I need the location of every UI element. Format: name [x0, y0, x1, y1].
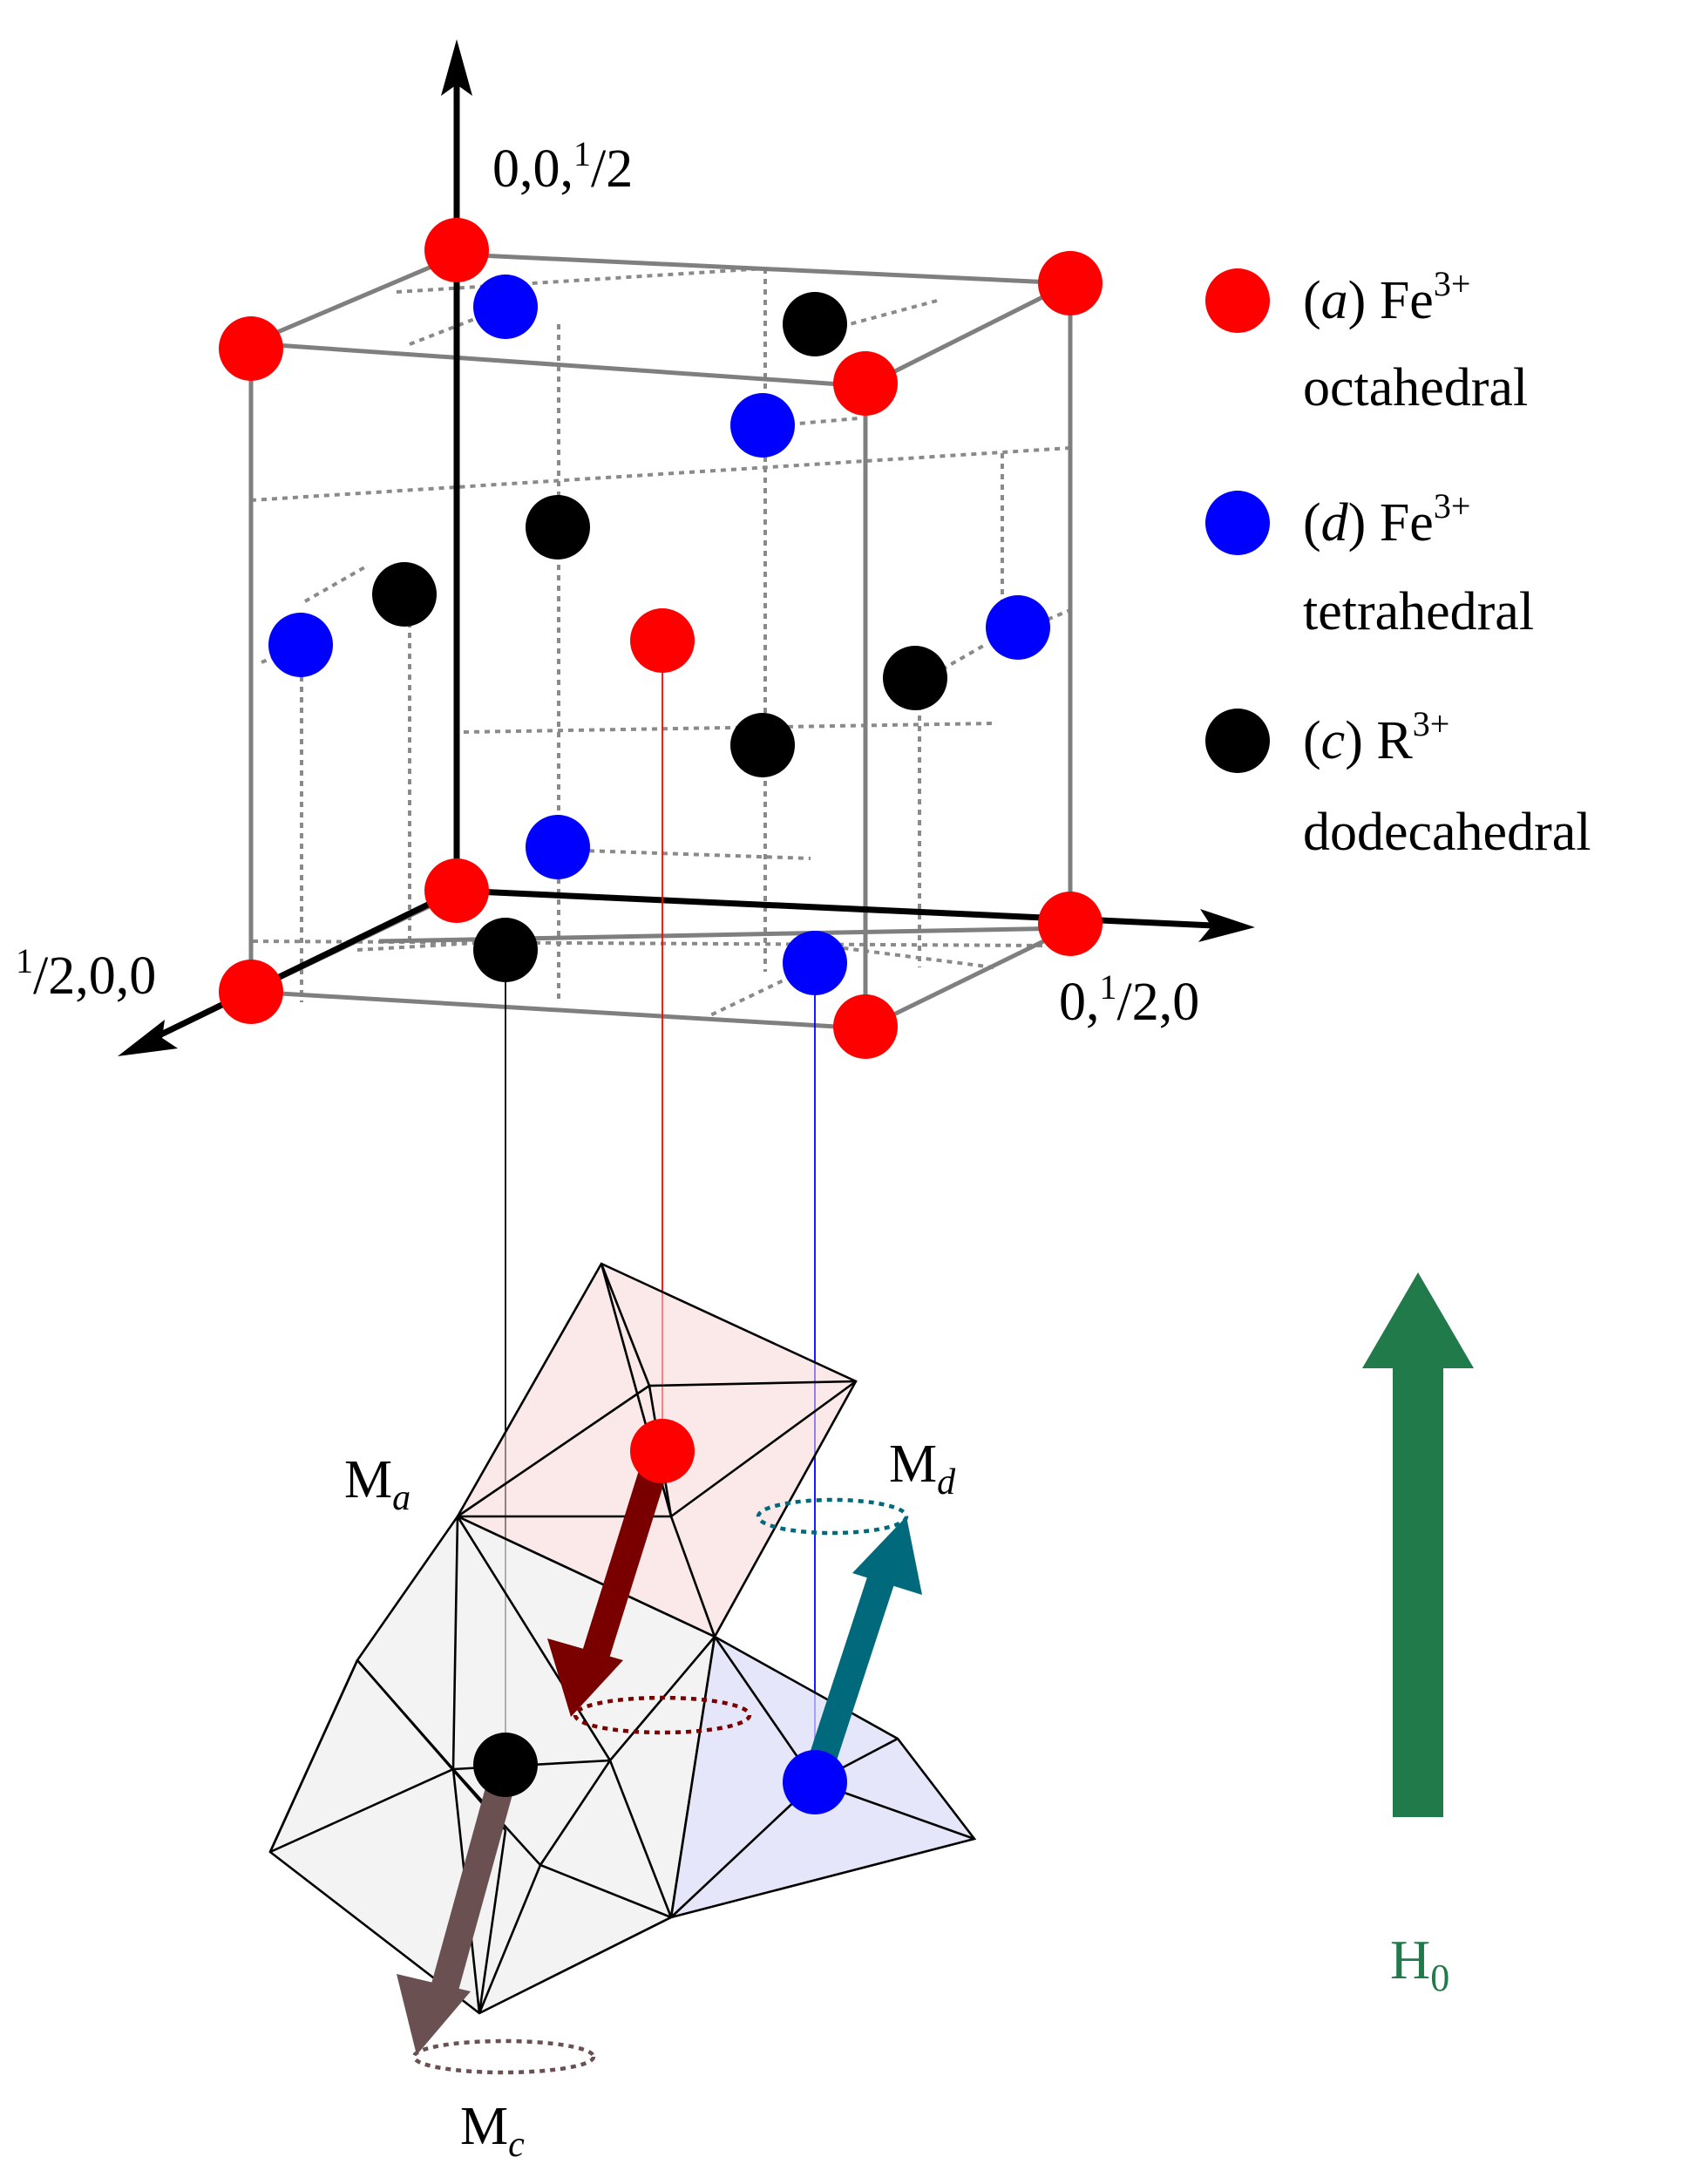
precession-ellipse-ma [573, 1695, 752, 1735]
atom-dodecahedral [526, 495, 590, 560]
atom-tetrahedral [268, 613, 333, 677]
atom-tetrahedral [473, 275, 538, 339]
x-axis-label: 1/2,0,0 [16, 941, 156, 1006]
atom-octahedral [630, 608, 695, 673]
legend-site-name: octahedral [1303, 358, 1528, 417]
atom-dodecahedral [473, 918, 538, 982]
atom-tetrahedral [730, 393, 795, 458]
svg-text:(a) Fe3+: (a) Fe3+ [1303, 264, 1470, 330]
atom-octahedral [833, 994, 898, 1059]
svg-text:(c) R3+: (c) R3+ [1303, 704, 1449, 770]
atom-dodecahedral [783, 292, 847, 356]
cell-atoms [219, 218, 1103, 1059]
legend-marker-tetrahedral [1205, 491, 1270, 555]
atom-octahedral [1038, 892, 1103, 956]
legend-marker-dodecahedral [1205, 709, 1270, 773]
atom-octahedral [1038, 251, 1103, 315]
atom-dodecahedral [883, 646, 947, 710]
z-axis-label: 0,0,1/2 [492, 134, 633, 199]
legend-site-letter: c [1321, 711, 1346, 770]
axes [118, 39, 1255, 1056]
y-axis-arrowhead [1198, 909, 1255, 942]
octahedral-ion [630, 1419, 695, 1483]
legend: (a) Fe3+ octahedral (d) Fe3+ tetrahedral… [1205, 264, 1591, 862]
legend-item-octahedral: (a) Fe3+ octahedral [1205, 264, 1528, 417]
svg-text:(d) Fe3+: (d) Fe3+ [1303, 486, 1470, 553]
legend-site-name: dodecahedral [1303, 803, 1591, 862]
atom-octahedral [219, 960, 283, 1024]
atom-tetrahedral [783, 931, 847, 995]
precession-ellipse-mc [411, 2038, 596, 2075]
tetrahedral-ion [783, 1750, 847, 1814]
y-axis-label: 0,1/2,0 [1059, 967, 1199, 1032]
legend-item-tetrahedral: (d) Fe3+ tetrahedral [1205, 486, 1534, 641]
moment-arrow-mc [397, 1763, 519, 2055]
dodecahedral-ion [473, 1733, 538, 1797]
atom-dodecahedral [372, 562, 437, 627]
moment-arrow-md [801, 1516, 922, 1787]
moment-label-a: Ma [344, 1450, 410, 1518]
legend-site-name: tetrahedral [1303, 582, 1534, 641]
z-axis-arrowhead [441, 39, 472, 96]
moment-label-c: Mc [460, 2097, 525, 2165]
atom-tetrahedral [986, 595, 1050, 660]
moment-label-d: Md [889, 1435, 956, 1502]
atom-octahedral [833, 351, 898, 416]
x-axis [136, 887, 458, 1049]
legend-item-dodecahedral: (c) R3+ dodecahedral [1205, 704, 1591, 862]
atom-octahedral [424, 858, 489, 923]
legend-site-letter: d [1321, 493, 1349, 553]
legend-site-letter: a [1321, 271, 1348, 330]
moment-arrow-ma [547, 1460, 669, 1717]
legend-marker-octahedral [1205, 268, 1270, 333]
x-axis-arrowhead [118, 1020, 178, 1056]
applied-field-arrow [1362, 1272, 1474, 1817]
atom-octahedral [424, 218, 489, 282]
atom-tetrahedral [526, 815, 590, 879]
atom-dodecahedral [730, 713, 795, 777]
atom-octahedral [219, 316, 283, 381]
field-label: H0 [1390, 1929, 1449, 1999]
y-axis [456, 887, 1234, 930]
